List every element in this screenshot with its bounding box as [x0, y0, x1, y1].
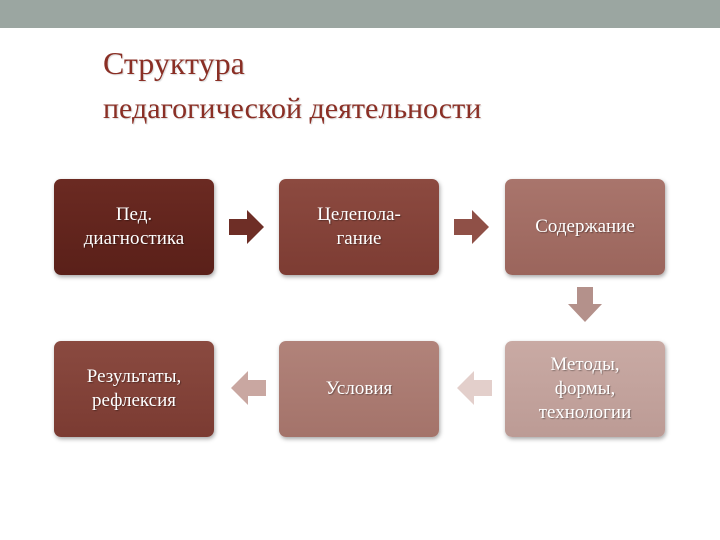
- step-diagnostics: Пед. диагностика: [54, 179, 214, 275]
- arrow-left-icon: [457, 371, 492, 405]
- step-content: Содержание: [505, 179, 665, 275]
- title-line-2: педагогической деятельности: [103, 92, 482, 125]
- step-methods: Методы, формы, технологии: [505, 341, 665, 437]
- step-label: Целепола- гание: [317, 204, 401, 249]
- step-label: Методы, формы, технологии: [538, 354, 632, 423]
- arrow-right-icon: [454, 210, 489, 244]
- step-conditions: Условия: [279, 341, 439, 437]
- arrow-right-icon: [229, 210, 264, 244]
- slide-title: Структура педагогической деятельности: [103, 40, 481, 132]
- title-line-1: Структура: [103, 45, 245, 81]
- step-label: Содержание: [535, 216, 635, 237]
- step-label: Пед. диагностика: [83, 204, 185, 249]
- top-bar: [0, 0, 720, 28]
- step-label: Результаты, рефлексия: [86, 366, 182, 411]
- arrow-left-icon: [231, 371, 266, 405]
- step-goal-setting: Целепола- гание: [279, 179, 439, 275]
- step-label: Условия: [325, 378, 393, 399]
- arrow-down-icon: [568, 287, 602, 322]
- step-results: Результаты, рефлексия: [54, 341, 214, 437]
